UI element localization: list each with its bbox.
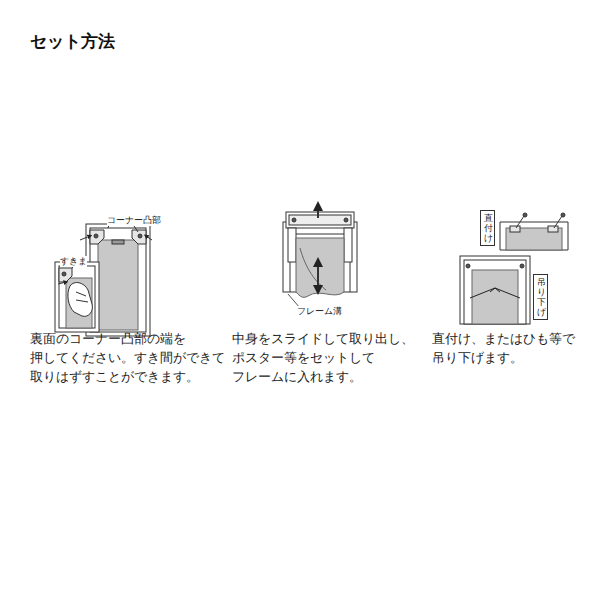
tag-text: 直付け (484, 214, 493, 244)
tag-text: 吊り下げ (537, 278, 546, 318)
mount-figure (460, 213, 568, 324)
step-text: ポスター等をセットして (232, 350, 375, 365)
slide-figure (283, 206, 357, 308)
step-text: 直付け、またはひも等で (432, 331, 575, 346)
step-text: 裏面のコーナー凸部の端を (30, 331, 186, 346)
part-label: コーナー凸部 (107, 215, 161, 226)
frame-back-figure (55, 222, 152, 336)
step-text: 中身をスライドして取り出し、 (232, 331, 414, 346)
mount-tag: 吊り下げ (533, 274, 548, 320)
step-text: 取りはずすことができます。 (30, 369, 199, 384)
step-text: 押してください。すき間ができて (30, 350, 225, 365)
mount-tag: 直付け (480, 210, 495, 246)
step-text: フレームに入れます。 (232, 369, 362, 384)
step-text: 吊り下げます。 (432, 350, 523, 365)
heading: セット方法 (30, 31, 115, 51)
part-label: すきま (60, 256, 87, 267)
part-label: フレーム溝 (297, 306, 342, 317)
